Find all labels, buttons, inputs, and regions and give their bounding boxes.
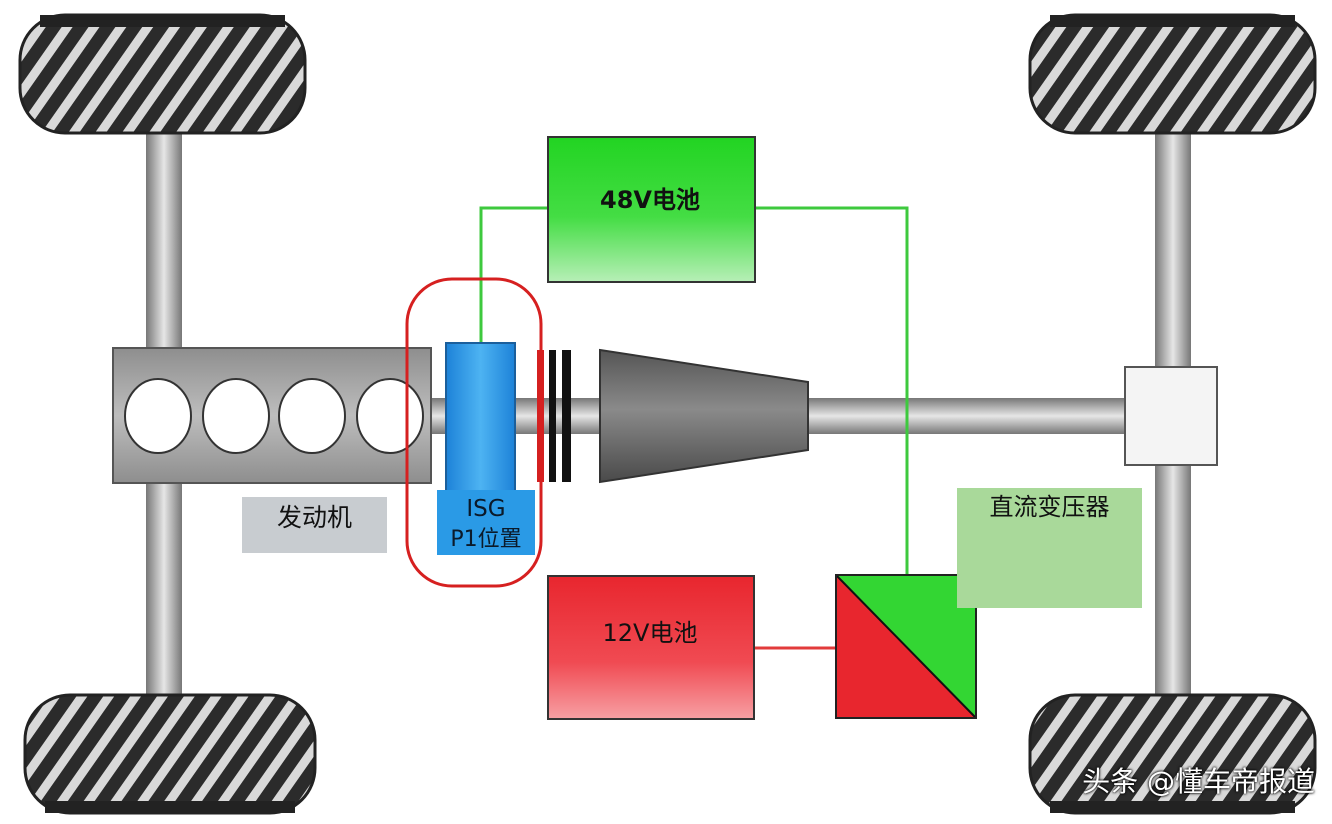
isg-highlight-circle [405,277,543,588]
engine-block [112,347,432,484]
tire-bottom-right [1028,693,1317,815]
isg-label-bg [437,490,535,555]
battery-48v-label: 48V电池 [600,186,700,214]
isg-motor [445,342,516,492]
engine-cylinder [278,378,346,454]
clutch-plate-black [562,350,571,482]
green-wire-48v-dcdc [755,206,909,578]
isg-label-line2: P1位置 [450,527,522,552]
dcdc-label: 直流变压器 [989,493,1110,521]
engine-cylinder [356,378,424,454]
tire-bottom-left [23,693,317,815]
isg-label-line1: ISG [466,495,506,522]
tire-top-right [1028,13,1317,135]
battery-12v-label: 12V电池 [602,619,698,647]
tire-top-left [18,13,307,135]
green-wire-isg-48v [479,206,548,345]
dcdc-converter [835,574,977,719]
transmission [599,348,809,484]
battery-48v [547,136,756,283]
battery-12v [547,575,755,720]
watermark: 头条 @懂车帝报道 [1082,765,1315,798]
differential-box [1124,366,1218,466]
engine-label-bg [242,497,387,553]
engine-cylinder [202,378,270,454]
engine-label: 发动机 [276,502,352,532]
dcdc-label-bg [957,488,1142,608]
engine-cylinder [124,378,192,454]
clutch-plate-black [549,350,556,482]
